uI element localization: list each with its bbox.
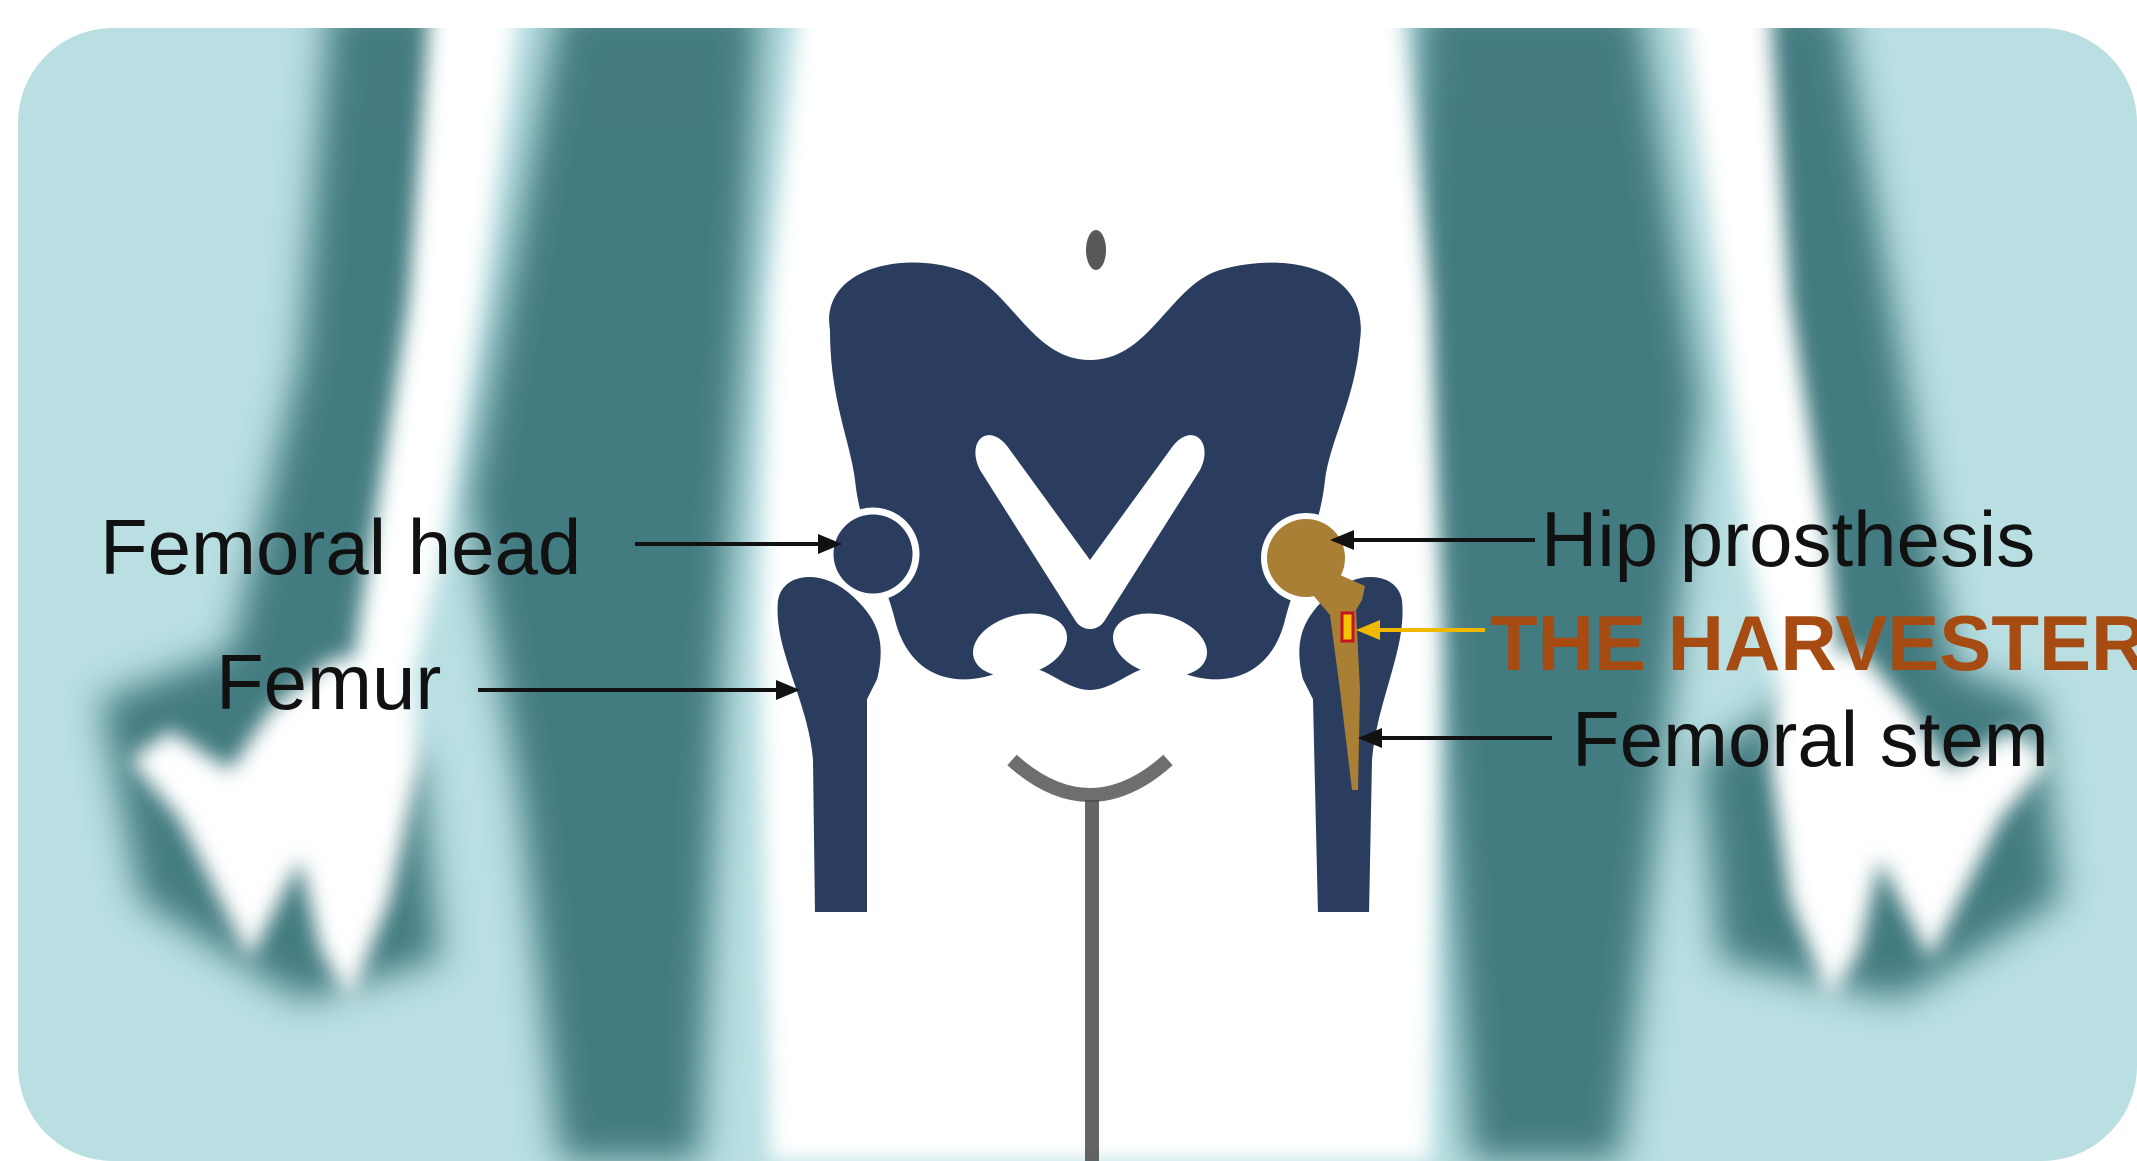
label-femoral-head: Femoral head (100, 508, 581, 586)
label-femur: Femur (216, 643, 441, 721)
harvester-device (1342, 613, 1353, 641)
label-femoral-stem: Femoral stem (1572, 700, 2049, 778)
label-the-harvester: THE HARVESTER (1490, 604, 2137, 682)
label-hip-prosthesis: Hip prosthesis (1541, 500, 2035, 578)
leg-gap (1085, 800, 1099, 1161)
navel (1086, 230, 1106, 270)
